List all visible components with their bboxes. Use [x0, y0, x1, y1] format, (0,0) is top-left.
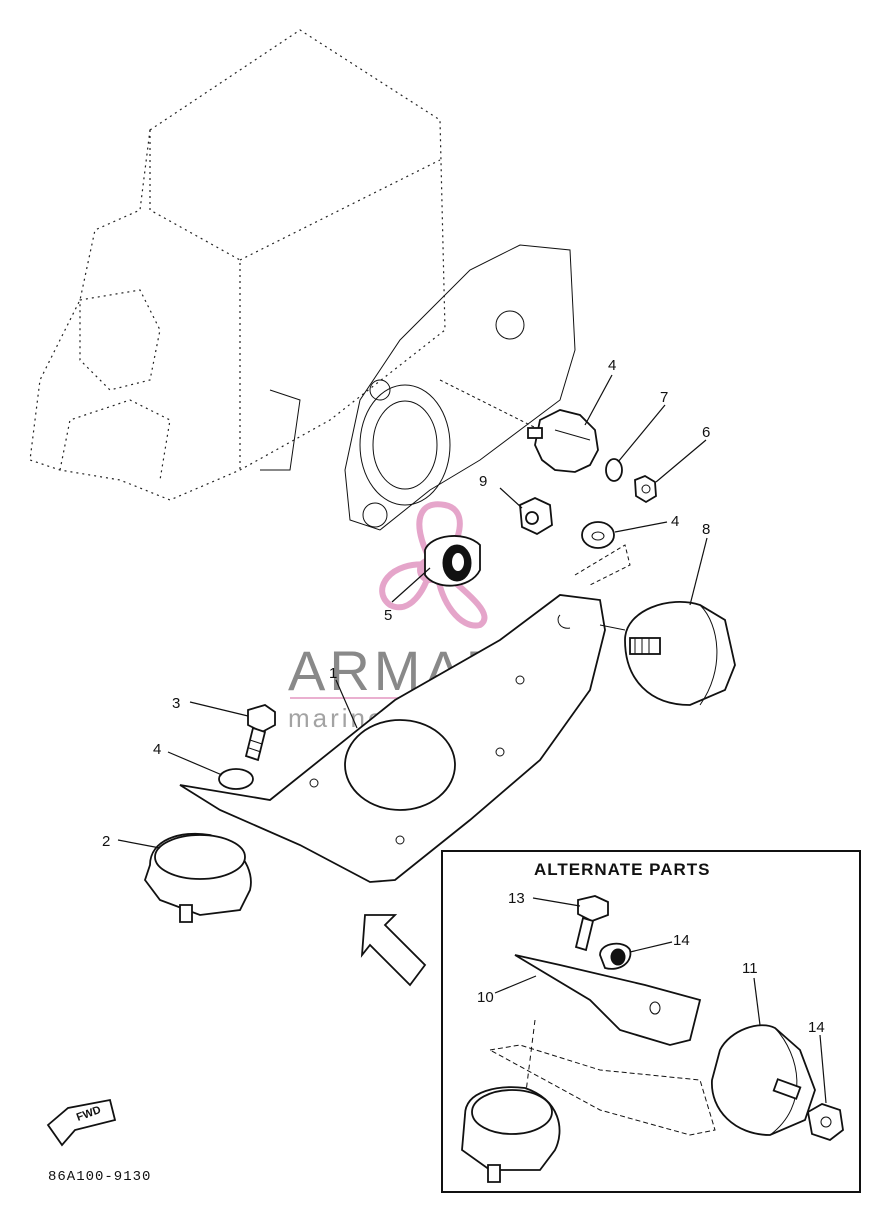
part-1-bracket [179, 544, 631, 883]
callout-12: 11 [742, 960, 758, 977]
forward-indicator-icon: FWD [46, 1098, 117, 1147]
callout-6: 5 [384, 607, 392, 624]
callout-7: 6 [702, 424, 710, 441]
part-11-bracket [488, 954, 716, 1136]
alternate-mount-lower [461, 1086, 561, 1183]
callout-4-upper: 4 [671, 513, 679, 530]
callout-1: 1 [329, 665, 337, 682]
callout-8: 7 [660, 389, 668, 406]
engine-block-outline [29, 29, 576, 531]
callout-9: 8 [702, 521, 710, 538]
part-14-washer-upper [599, 942, 632, 970]
part-6-bushing [424, 535, 481, 587]
part-7-nut [634, 474, 657, 504]
callout-10: 9 [479, 473, 487, 490]
callout-5: 4 [608, 357, 616, 374]
leader-lines [117, 374, 827, 1104]
part-4-washer-lower [218, 768, 254, 790]
part-9-mount [624, 601, 736, 706]
callout-11: 10 [477, 989, 494, 1006]
part-12-mount [711, 1024, 816, 1136]
alternate-parts-title: ALTERNATE PARTS [534, 860, 711, 879]
part-5-damper [527, 409, 599, 473]
callout-4-lower: 4 [153, 741, 161, 758]
alternate-parts-box: ALTERNATE PARTS [441, 850, 861, 1193]
part-3-bolt [244, 704, 276, 762]
callout-13: 13 [508, 890, 525, 907]
callout-14-right: 14 [808, 1019, 825, 1036]
part-10-nut [519, 497, 553, 536]
mount-direction-arrow-icon [360, 914, 427, 987]
callout-14-upper: 14 [673, 932, 690, 949]
part-8-washer [605, 458, 623, 482]
part-4-washer-upper [581, 521, 615, 549]
part-13-bolt [574, 895, 609, 952]
callout-labels: 4 7 6 9 4 8 5 1 3 4 2 13 14 10 11 14 [102, 357, 825, 1036]
figure-code: 86A100-9130 [48, 1169, 151, 1185]
part-14-nut-right [807, 1103, 844, 1142]
callout-2: 2 [102, 833, 110, 850]
part-2-mount [143, 832, 252, 923]
callout-3: 3 [172, 695, 180, 712]
